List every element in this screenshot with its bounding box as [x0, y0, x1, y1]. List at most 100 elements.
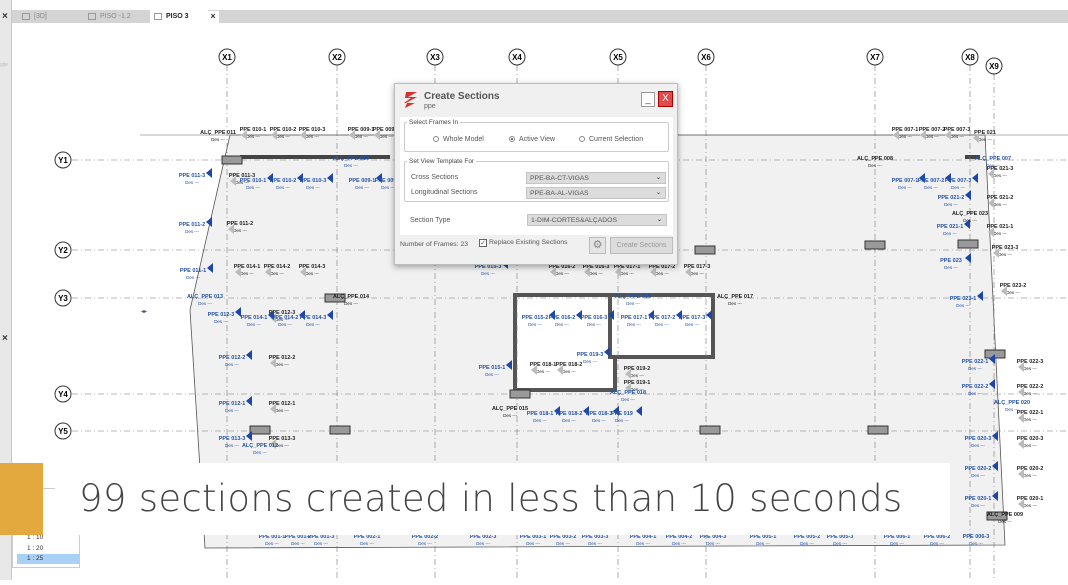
section-tag-sublabel: Des ---	[993, 173, 1007, 178]
section-marker-icon	[1018, 469, 1024, 479]
section-tag-label: PPE 004-1	[630, 534, 657, 540]
section-tag-sublabel: Des ---	[381, 185, 395, 190]
section-tag-sublabel: Des ---	[690, 271, 704, 276]
section-marker-icon	[992, 431, 998, 441]
section-tag-sublabel: Des ---	[998, 252, 1012, 257]
section-tag-sublabel: Des ---	[1023, 443, 1037, 448]
section-tag-label: PPE 018-1	[530, 362, 557, 368]
section-tag-sublabel: Des ---	[306, 185, 320, 190]
tab-piso-3[interactable]: PISO 3	[150, 10, 208, 23]
longitudinal-sections-select[interactable]: PPE-BA-AL-VIGAS⌄	[526, 187, 666, 199]
section-tag-sublabel: Des ---	[485, 372, 499, 377]
section-marker-icon	[650, 267, 656, 277]
section-tag-sublabel: Des ---	[291, 541, 305, 546]
section-tag-sublabel: Des ---	[968, 391, 982, 396]
section-tag-sublabel: Des ---	[536, 369, 550, 374]
section-type-select[interactable]: 1-DIM-CORTES&ALÇADOS⌄	[527, 214, 667, 226]
section-tag-sublabel: Des ---	[278, 322, 292, 327]
section-tag-sublabel: Des ---	[626, 301, 640, 306]
section-tag-sublabel: Des ---	[306, 322, 320, 327]
section-tag-sublabel: Des ---	[944, 265, 958, 270]
settings-gear-button[interactable]: ⚙	[589, 237, 606, 254]
section-marker-icon	[613, 406, 619, 416]
section-tag-label: PPE 017-3	[679, 315, 706, 321]
close-icon[interactable]: ×	[2, 333, 8, 344]
structural-column	[221, 155, 243, 165]
scale-option[interactable]: 1 : 10	[27, 534, 44, 541]
section-marker-icon	[327, 173, 333, 183]
close-tab-icon[interactable]: ×	[207, 11, 219, 23]
section-marker-icon	[270, 404, 276, 414]
section-tag-label: PPE 009-1	[348, 127, 375, 133]
section-tag-label: PPE 021-3	[987, 166, 1014, 172]
section-tag-label: PPE 009-2	[373, 127, 400, 133]
tab-label: PISO -1.2	[100, 13, 131, 20]
radio-label: Current Selection	[589, 136, 644, 143]
section-tag-label: ALÇ_PPE 007	[975, 156, 1011, 162]
section-tag-label: PPE 013-3	[269, 436, 296, 442]
section-tag-sublabel: Des ---	[247, 322, 261, 327]
close-icon[interactable]: ×	[2, 11, 8, 22]
scale-option-selected[interactable]: 1 : 25	[17, 554, 80, 564]
section-tag-sublabel: Des ---	[225, 408, 239, 413]
minimize-button[interactable]: _	[641, 92, 655, 107]
radio-active-view[interactable]: Active View	[509, 136, 555, 143]
section-tag-label: PPE 014-3	[300, 315, 327, 321]
section-tag-sublabel: Des ---	[275, 317, 289, 322]
section-tag-sublabel: Des ---	[1023, 366, 1037, 371]
section-marker-icon	[988, 169, 994, 179]
section-marker-icon	[576, 310, 582, 320]
section-tag-label: PPE 010-1	[240, 178, 267, 184]
radio-whole-model[interactable]: Whole Model	[433, 136, 484, 143]
dialog-title: Create Sections	[424, 91, 500, 102]
cross-sections-select[interactable]: PPE-BA-CT-VIGAS⌄	[526, 172, 666, 184]
checkbox-label: Replace Existing Sections	[489, 239, 568, 246]
section-tag-label: ALÇ_PPE 013	[187, 294, 223, 300]
section-tag-label: PPE 018-1	[527, 411, 554, 417]
section-marker-icon	[506, 360, 512, 370]
scale-option[interactable]: 1 : 20	[27, 545, 44, 552]
section-tag-label: ALÇ_PPE 023	[952, 211, 988, 217]
section-marker-icon	[992, 491, 998, 501]
section-tag-label: PPE 017-2	[649, 315, 676, 321]
section-tag-label: PPE 019-2	[624, 366, 651, 372]
grid-bubble	[426, 48, 444, 66]
section-tag-sublabel: Des ---	[360, 541, 374, 546]
section-tag-sublabel: Des ---	[588, 541, 602, 546]
grid-label: X6	[701, 53, 711, 62]
replace-existing-checkbox[interactable]: ✓Replace Existing Sections	[479, 239, 568, 247]
section-marker-icon	[625, 383, 631, 393]
section-tag-sublabel: Des ---	[971, 503, 985, 508]
section-marker-icon	[374, 130, 380, 140]
close-button[interactable]: X	[658, 91, 673, 107]
radio-current-selection[interactable]: Current Selection	[579, 136, 643, 143]
section-tag-label: PPE 012-3	[269, 310, 296, 316]
section-tag-sublabel: Des ---	[1023, 503, 1037, 508]
section-marker-icon	[327, 310, 333, 320]
section-tag-sublabel: Des ---	[355, 185, 369, 190]
dialog-body: Select Frames In Whole Model Active View…	[400, 117, 673, 235]
section-tag-sublabel: Des ---	[265, 541, 279, 546]
section-tag-sublabel: Des ---	[898, 134, 912, 139]
chevron-down-icon: ⌄	[655, 190, 661, 196]
create-sections-button[interactable]: Create Sections	[610, 237, 673, 254]
section-tag-label: ALÇ_PPE 008	[857, 156, 893, 162]
section-marker-icon	[993, 248, 999, 258]
grid-bubble	[54, 241, 72, 259]
section-tag-label: PPE 002-1	[354, 534, 381, 540]
section-marker-icon	[988, 198, 994, 208]
structural-column	[867, 425, 889, 435]
section-marker-icon	[206, 217, 212, 227]
slab-opening	[513, 293, 617, 392]
section-tag-sublabel: Des ---	[993, 231, 1007, 236]
section-marker-icon	[972, 173, 978, 183]
section-marker-icon	[300, 130, 306, 140]
section-tag-label: PPE 007-2	[918, 178, 945, 184]
tab-piso-1-2[interactable]: PISO -1.2	[84, 10, 148, 23]
banner-accent	[0, 463, 43, 535]
tab-3d[interactable]: [3D]	[18, 10, 78, 23]
section-marker-icon	[893, 130, 899, 140]
grid-bubble	[961, 48, 979, 66]
section-tag-sublabel: Des ---	[533, 418, 547, 423]
